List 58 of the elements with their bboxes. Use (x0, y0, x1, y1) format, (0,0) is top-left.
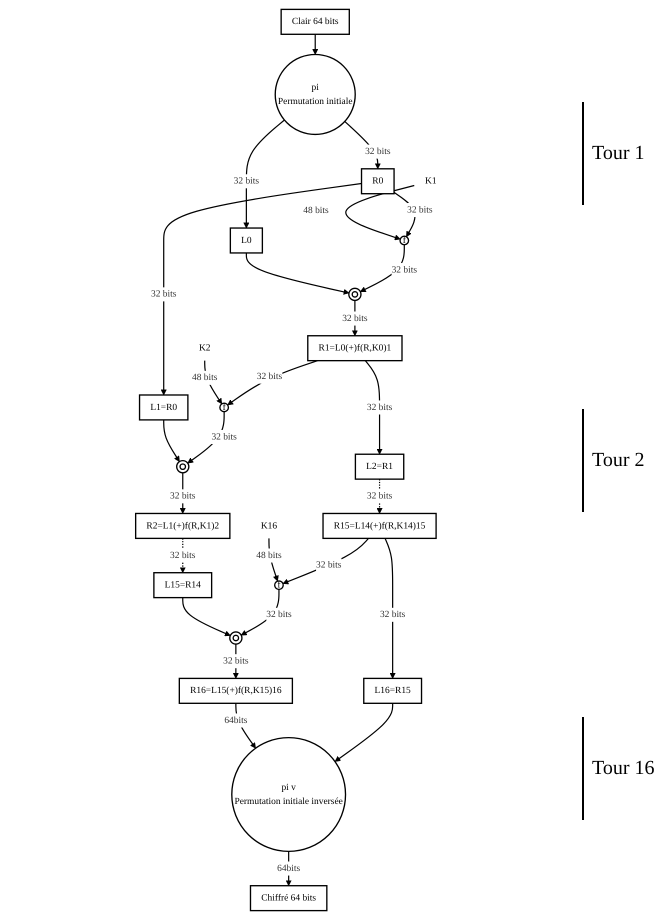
node-circle: f (218, 402, 229, 412)
arrow (312, 34, 318, 55)
edge-label: 32 bits (266, 610, 292, 620)
node-box: L15=R14 (152, 572, 212, 598)
edge-label: 48 bits (192, 372, 217, 383)
node-text: K16 (260, 520, 277, 531)
node-box: Clair 64 bits (280, 8, 350, 35)
edge-label: 32 bits (316, 560, 341, 570)
arrow (242, 120, 284, 228)
node-box: L1=R0 (138, 394, 188, 421)
round-label: Tour 16 (582, 716, 662, 820)
round-label: Tour 1 (582, 102, 662, 206)
edge-label: 32 bits (233, 176, 259, 186)
node-text: K1 (424, 176, 436, 186)
arrow (285, 851, 292, 886)
arrow (226, 360, 318, 406)
node-box: L2=R1 (354, 454, 404, 480)
edge-label: 32 bits (256, 372, 282, 382)
edge-label: 32 bits (391, 265, 416, 276)
node-box: L16=R15 (362, 678, 422, 704)
node-box: R15=L14(+)f(R,K14)15 (322, 512, 436, 540)
edge-label: 32 bits (342, 314, 368, 324)
edge-label: 32 bits (366, 491, 392, 502)
edge-label: 64bits (276, 863, 300, 874)
arrow (282, 538, 368, 584)
edge-label: 32 bits (379, 610, 405, 620)
edge-label: 32 bits (170, 550, 195, 561)
edge-label: 32 bits (222, 656, 248, 666)
node-circle (176, 460, 189, 474)
edge-label: 48 bits (256, 550, 282, 561)
arrow (162, 420, 180, 462)
arrow (384, 538, 396, 679)
node-box: R16=L15(+)f(R,K15)16 (178, 678, 293, 704)
arrow (182, 598, 230, 636)
node-circle (348, 288, 362, 302)
round-label: Tour 2 (582, 409, 662, 512)
edge-label: 32 bits (150, 289, 176, 300)
edge-label: 32 bits (366, 402, 392, 412)
arrow (334, 703, 393, 762)
arrow (344, 184, 414, 240)
node-text: K2 (198, 343, 210, 354)
node-box: Chiffré 64 bits (249, 885, 327, 912)
node-box: R0 (360, 168, 394, 194)
node-box: R2=L1(+)f(R,K1)2 (134, 512, 230, 540)
edge-label: 64bits (224, 715, 247, 726)
edge-label: 32 bits (364, 146, 390, 157)
arrow (160, 182, 362, 396)
edge-label: 48 bits (302, 206, 328, 216)
arrow (245, 252, 349, 295)
node-circle: pi v Permutation initiale inversée (230, 736, 346, 852)
edge-label: 32 bits (210, 432, 236, 442)
edge-label: 32 bits (406, 204, 432, 216)
edge-label: 32 bits (170, 491, 195, 502)
node-box: L0 (229, 227, 263, 254)
node-box: R1=L0(+)f(R,K0)1 (306, 335, 402, 362)
node-circle (228, 631, 242, 645)
node-circle: pi Permutation initiale (274, 54, 356, 136)
arrow (234, 703, 256, 748)
